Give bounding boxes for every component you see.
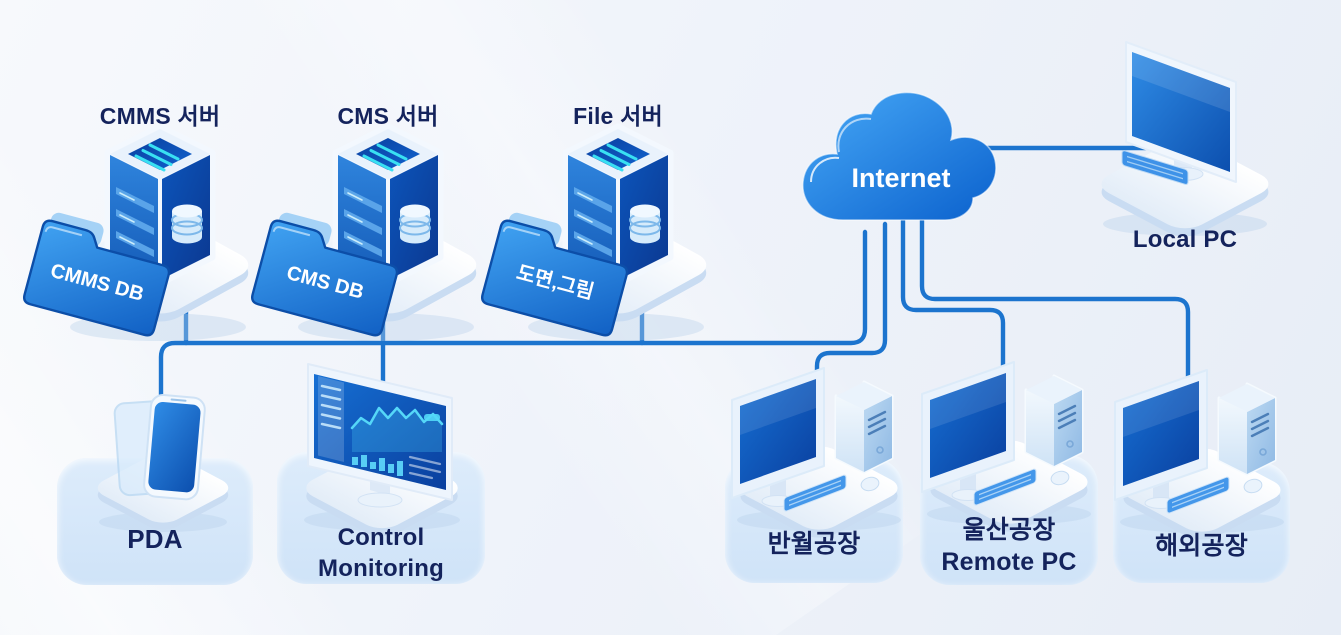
folder-icon: 도면,그림 bbox=[479, 208, 637, 339]
ulsan-factory-label-line1: 울산공장 bbox=[962, 516, 1056, 544]
overseas-factory-label: 해외공장 bbox=[1155, 532, 1248, 560]
banwol-factory-illustration bbox=[722, 366, 917, 544]
cmms-server-illustration: CMMS DB bbox=[21, 115, 280, 345]
cloud-icon bbox=[801, 91, 997, 221]
ulsan-factory-label: 울산공장 Remote PC bbox=[920, 514, 1098, 578]
file-server-title: File 서버 bbox=[573, 103, 663, 129]
control-monitoring-label: Control Monitoring bbox=[277, 522, 485, 584]
banwol-factory-label: 반월공장 bbox=[767, 530, 861, 558]
control-monitoring-label-line1: Control bbox=[337, 524, 425, 551]
desktop-pc-icon bbox=[729, 366, 909, 544]
internet-label: Internet bbox=[851, 163, 950, 193]
monitor-icon bbox=[1090, 41, 1280, 243]
cmms-server-title: CMMS 서버 bbox=[99, 103, 221, 129]
desktop-pc-icon bbox=[1112, 368, 1292, 546]
cms-server-title: CMS 서버 bbox=[337, 103, 439, 129]
local-pc-illustration bbox=[1090, 41, 1280, 243]
ulsan-factory-label-line2: Remote PC bbox=[941, 548, 1077, 576]
internet-cloud: Internet bbox=[795, 82, 1005, 242]
local-pc-label: Local PC bbox=[1132, 226, 1238, 253]
file-server-illustration: 도면,그림 bbox=[479, 115, 738, 345]
control-monitoring-illustration bbox=[282, 362, 482, 532]
control-monitoring-label-line2: Monitoring bbox=[318, 555, 444, 582]
dashboard-monitor-icon bbox=[297, 364, 467, 541]
wire-cloud-banwol bbox=[814, 221, 888, 395]
desktop-pc-icon bbox=[919, 360, 1099, 538]
cms-server-illustration: CMS DB bbox=[249, 115, 508, 345]
pda-label: PDA bbox=[127, 524, 183, 554]
wire-cloud-ulsan bbox=[900, 215, 1006, 399]
phone-icon bbox=[88, 393, 238, 535]
ulsan-factory-illustration bbox=[912, 360, 1107, 538]
overseas-factory-illustration bbox=[1105, 368, 1300, 546]
wire-cloud-overseas bbox=[919, 209, 1191, 403]
pda-illustration bbox=[88, 370, 238, 535]
